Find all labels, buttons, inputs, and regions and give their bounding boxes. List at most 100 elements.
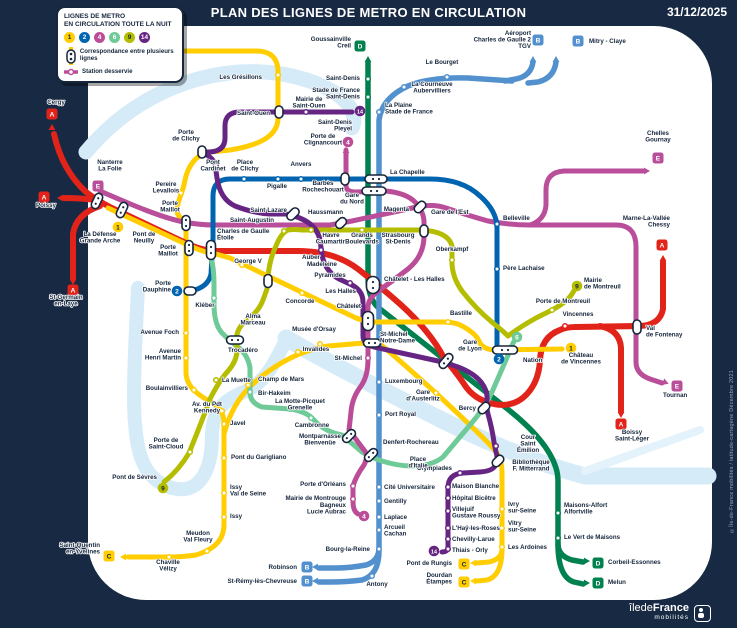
- metro-badge: [511, 331, 523, 343]
- interchange-capsule: [364, 174, 388, 184]
- rer-badge: [572, 35, 584, 47]
- station-dot: [400, 83, 408, 91]
- station-dot: [280, 227, 288, 235]
- station-dot: [238, 261, 246, 269]
- badge-label: 4: [362, 513, 366, 520]
- station-dot: [443, 73, 451, 81]
- metro-badge: [428, 545, 440, 557]
- station-dot: [203, 547, 211, 555]
- terminus-arrow-icon: [57, 194, 63, 202]
- legend-night-line-14: 14: [139, 32, 150, 43]
- legend-item-correspondance: Correspondance entre plusieurs lignes: [64, 47, 176, 65]
- line-rer-b-stremy: [316, 548, 382, 585]
- station-dot: [444, 507, 452, 515]
- brand-text: îledeFrance: [629, 602, 689, 614]
- interchange-capsule: [205, 239, 217, 261]
- idf-mobilites-logo: îledeFrance mobilités: [629, 603, 711, 623]
- badge-label: 2: [497, 356, 501, 363]
- copyright-text: ©Île-de-France mobilités / latitude-cart…: [729, 370, 735, 534]
- station-label: Gentilly: [384, 498, 407, 505]
- rer-badge: [354, 40, 366, 52]
- interchange-capsule: [181, 214, 191, 232]
- station-dot: [444, 494, 452, 502]
- metro-badge: [342, 136, 354, 148]
- terminus-arrow-icon: [661, 378, 669, 385]
- station-labels: ErmontEaubonneLes GrésillonsGoussainvill…: [35, 29, 688, 589]
- metro-badge: [358, 510, 370, 522]
- station-label: Issy: [230, 513, 243, 520]
- rer-badge: [301, 575, 313, 587]
- station-dot: [498, 524, 506, 532]
- line-metro-9: [161, 227, 578, 485]
- badge-label: D: [358, 43, 363, 50]
- line-metro-6: [208, 255, 518, 469]
- interchange-capsule: [341, 428, 357, 444]
- station-label: Bastille: [450, 310, 473, 317]
- station-label: Tournan: [663, 392, 688, 399]
- interchange-capsule: [340, 172, 350, 186]
- station-dot: [220, 513, 228, 521]
- station-label: Laplace: [384, 514, 408, 521]
- brand-subtext: mobilités: [654, 614, 689, 621]
- metro-badge: [157, 482, 169, 494]
- station-dot: [561, 322, 569, 330]
- line-rer-d-melun: [555, 541, 586, 587]
- station-dot: [349, 495, 357, 503]
- badge-label: 14: [431, 549, 437, 555]
- station-label: Kléber: [195, 302, 215, 309]
- station-dot: [186, 448, 194, 456]
- station-label: Pont de Sèvres: [112, 474, 157, 481]
- station-label: St-Michel: [334, 355, 362, 362]
- badge-label: E: [656, 155, 661, 162]
- station-label: Père Lachaise: [503, 265, 545, 272]
- station-dots: [165, 71, 569, 580]
- station-label: St-Rémy-lès-Chevreuse: [228, 578, 298, 585]
- legend-item-label: Station desservie: [82, 67, 133, 75]
- interchange-capsule: [183, 286, 197, 296]
- station-dot: [220, 420, 228, 428]
- station-dot: [548, 306, 556, 314]
- header-date: 31/12/2025: [666, 5, 727, 19]
- terminus-arrow-icon: [69, 279, 77, 285]
- badge-label: E: [96, 183, 101, 190]
- badge-label: C: [462, 561, 467, 568]
- station-label: L'Haÿ-les-Roses: [452, 525, 500, 532]
- interchange-capsule: [334, 216, 348, 230]
- station-dot: [444, 535, 452, 543]
- station-label: Mairie de Montrouge: [285, 495, 346, 502]
- station-dot: [498, 543, 506, 551]
- station-label: Saint-Ouen: [237, 110, 270, 117]
- rer-badge: [46, 108, 58, 120]
- station-dot: [346, 279, 354, 287]
- interchange-capsule: [419, 224, 429, 238]
- line-rer-c-west: [125, 48, 281, 560]
- river-central: [277, 329, 717, 485]
- badge-label: B: [576, 38, 581, 45]
- station-dot: [182, 354, 190, 362]
- station-dot: [364, 93, 372, 101]
- station-dot: [493, 265, 501, 273]
- terminus-arrow-icon: [470, 577, 476, 585]
- station-label: Oberkampf: [436, 246, 470, 253]
- station-label: Robinson: [268, 564, 297, 571]
- station-label: Auber: [302, 254, 320, 261]
- station-label: Pigalle: [267, 183, 288, 190]
- line-rer-a-boissy: [597, 323, 624, 414]
